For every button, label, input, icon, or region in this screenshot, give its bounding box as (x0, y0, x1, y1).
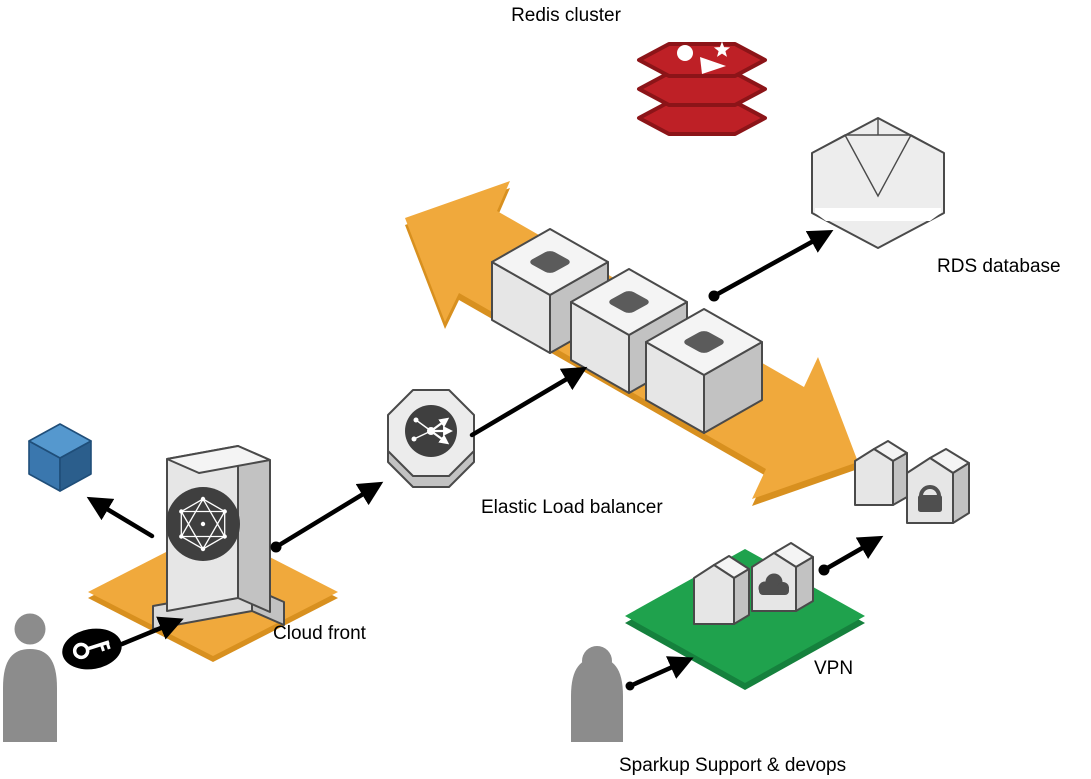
redis-star-glyph (713, 41, 731, 57)
key-tooth (99, 644, 105, 652)
person-torso (3, 649, 57, 742)
monolith-top-face (166, 445, 271, 474)
server-cube-3 (645, 308, 763, 434)
globe-mesh-dots (179, 496, 227, 552)
connection-dot (625, 681, 635, 691)
label-elastic-load-balancer: Elastic Load balancer (481, 497, 663, 518)
gateway-front-face (854, 448, 894, 506)
lb-node-dot (427, 427, 435, 435)
monolith-right-face (237, 445, 271, 613)
connection-dot (818, 564, 830, 576)
rds-facet-line (844, 134, 912, 198)
connection-dot (708, 290, 720, 302)
auth-key-badge-icon (62, 628, 122, 670)
redis-cluster-icon (637, 41, 767, 136)
security-gateways (854, 440, 970, 524)
label-sparkup-support: Sparkup Support & devops (619, 755, 846, 776)
cube-port-icon (609, 291, 649, 313)
rds-database-icon (811, 117, 945, 249)
cloud-icon (758, 573, 789, 595)
devops-person-icon (571, 646, 623, 742)
rds-stripe (815, 208, 941, 221)
arrow-devops-to-vpn (627, 656, 694, 689)
globe-mesh-line (202, 511, 226, 550)
rds-body (811, 117, 945, 249)
connection-dot (270, 541, 282, 553)
gateway-lock (906, 448, 970, 524)
connection-dots (270, 290, 830, 691)
person-torso (571, 658, 623, 742)
label-cloud-front: Cloud front (273, 623, 367, 644)
end-user-person-icon (3, 613, 57, 742)
cube-port-icon (684, 331, 724, 353)
arrow-cloudfront-to-elb (273, 481, 384, 550)
arrow-vpn-to-gateways (821, 535, 884, 573)
cube-port-icon (530, 251, 570, 273)
cloud-front-node (88, 445, 338, 662)
blue-cube-top-face (28, 423, 92, 459)
elastic-load-balancer-icon (387, 389, 475, 488)
client-cube-icon (28, 423, 92, 492)
redis-triangle-glyph (700, 57, 726, 74)
arrow-elb-to-servers (469, 366, 588, 438)
arrow-servers-to-rds (711, 230, 834, 299)
lb-node-dot (411, 436, 417, 442)
redis-circle-glyph (677, 45, 693, 61)
gateway-front-face (906, 457, 954, 524)
gateway-side-face (892, 452, 908, 506)
person-head (14, 613, 46, 645)
gateway-side-face (733, 568, 750, 625)
vpn-gateway-plain (693, 555, 750, 625)
label-rds-database: RDS database (937, 256, 1061, 277)
label-redis-cluster: Redis cluster (511, 5, 621, 26)
lock-shackle-icon (919, 485, 941, 497)
arrow-cloudfront-to-client (86, 496, 155, 539)
flow-arrows (86, 230, 884, 689)
app-server-cluster (491, 228, 763, 434)
gateway-front-face (693, 564, 735, 625)
arrow-user-to-cloudfront (119, 616, 184, 647)
gateway-side-face (952, 462, 970, 524)
label-vpn: VPN (814, 658, 853, 679)
gateway-side-face (795, 556, 814, 612)
key-ring-icon (72, 642, 90, 660)
key-stem (87, 640, 110, 651)
globe-mesh-line (180, 498, 204, 537)
globe-mesh-line (180, 511, 204, 550)
globe-mesh-line (202, 498, 226, 537)
lock-body-icon (918, 495, 942, 512)
lb-node-dot (413, 417, 419, 423)
key-tooth (105, 642, 111, 650)
vpn-gateway-cloud (751, 542, 814, 612)
gateway-plain (854, 440, 908, 506)
